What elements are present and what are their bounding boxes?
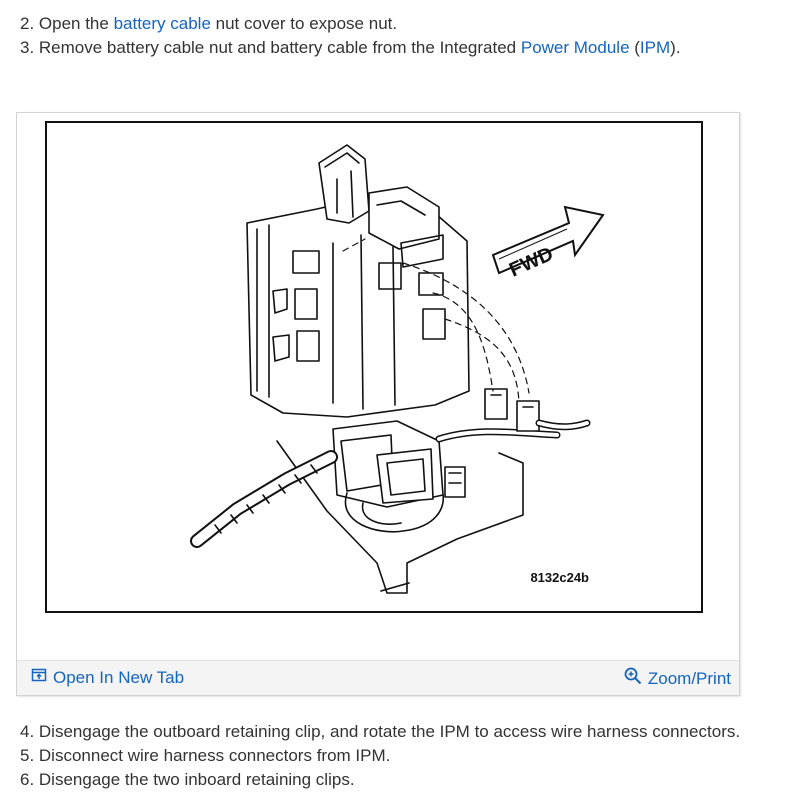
step-3-text-start: 3. Remove battery cable nut and battery … xyxy=(20,38,521,57)
ipm-link[interactable]: IPM xyxy=(639,38,671,57)
ipm-diagram: FWD 8132c24b xyxy=(45,121,703,613)
step-3: 3. Remove battery cable nut and battery … xyxy=(20,36,681,60)
open-in-new-tab-label: Open In New Tab xyxy=(53,667,185,687)
power-module-link[interactable]: Power Module xyxy=(520,38,630,57)
battery-cable-link[interactable]: battery cable xyxy=(113,14,211,33)
step-3-text-mid: ( xyxy=(629,38,640,57)
step-2: 2. Open the battery cable nut cover to e… xyxy=(20,12,681,36)
step-4: 4. Disengage the outboard retaining clip… xyxy=(20,722,741,741)
open-in-new-tab-icon xyxy=(31,667,47,688)
open-in-new-tab-button[interactable]: Open In New Tab xyxy=(31,667,184,688)
zoom-print-button[interactable]: Zoom/Print xyxy=(624,667,731,690)
fwd-arrow xyxy=(491,205,605,275)
step-2-text-start: 2. Open the xyxy=(20,14,114,33)
figure-toolbar: Open In New Tab Zoom/Print xyxy=(17,660,739,695)
procedure-steps-top: 2. Open the battery cable nut cover to e… xyxy=(20,12,681,60)
figure-code: 8132c24b xyxy=(530,570,589,585)
zoom-print-label: Zoom/Print xyxy=(647,668,731,688)
step-3-text-end: ). xyxy=(670,38,681,57)
figure-card: FWD 8132c24b Open In New Tab xyxy=(16,112,740,696)
procedure-steps-bottom: 4. Disengage the outboard retaining clip… xyxy=(20,720,740,792)
zoom-in-icon xyxy=(624,667,642,690)
step-2-text-end: nut cover to expose nut. xyxy=(210,14,398,33)
step-5: 5. Disconnect wire harness connectors fr… xyxy=(20,746,391,765)
ipm-diagram-drawing: FWD xyxy=(190,144,605,594)
step-6: 6. Disengage the two inboard retaining c… xyxy=(20,770,355,789)
